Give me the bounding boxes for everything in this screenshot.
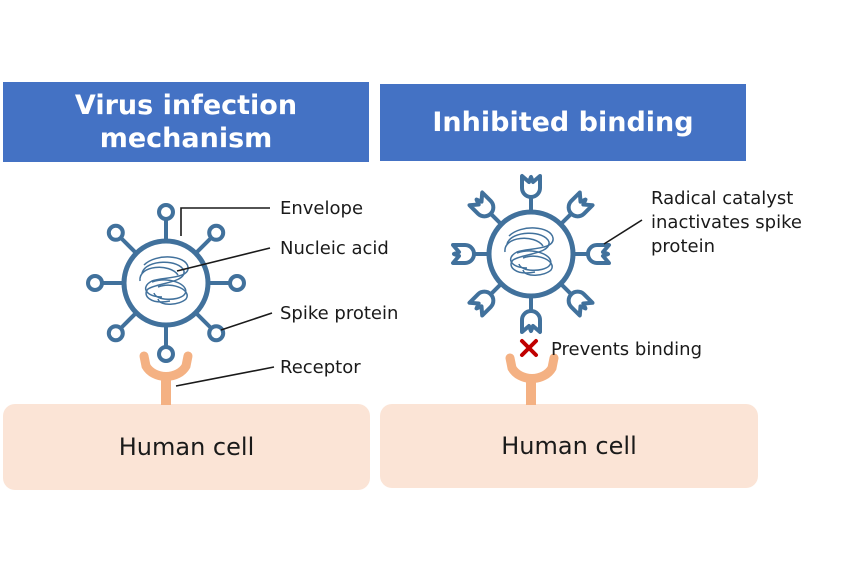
right-title-text: Inhibited binding <box>432 107 694 138</box>
human-cell-right: Human cell <box>380 404 758 488</box>
right-receptor <box>505 353 559 405</box>
human-cell-right-label: Human cell <box>501 432 637 460</box>
receptor-label: Receptor <box>280 357 361 378</box>
left-nucleic-acid <box>139 256 189 305</box>
right-callout-line <box>603 219 643 245</box>
left-virus <box>86 203 246 363</box>
human-cell-left-label: Human cell <box>118 433 255 461</box>
right-panel-title: Inhibited binding <box>380 84 746 161</box>
left-panel-title: Virus infection mechanism <box>3 82 369 162</box>
prevents-binding-label: Prevents binding <box>551 339 703 360</box>
envelope-label: Envelope <box>280 198 364 219</box>
left-title-line2: mechanism <box>99 123 273 154</box>
spike-protein-label: Spike protein <box>280 303 399 324</box>
left-callout-lines <box>175 207 275 387</box>
catalyst-label-line2: inactivates spike <box>651 212 802 233</box>
left-title-line1: Virus infection <box>74 90 298 121</box>
right-virus <box>451 174 611 334</box>
catalyst-label-line1: Radical catalyst <box>651 188 794 209</box>
right-nucleic-acid <box>504 227 554 276</box>
left-receptor <box>139 351 193 405</box>
human-cell-left: Human cell <box>3 404 370 490</box>
catalyst-label-line3: protein <box>651 236 715 257</box>
nucleic-acid-label: Nucleic acid <box>280 238 389 259</box>
prevents-binding-cross-icon <box>520 339 538 357</box>
